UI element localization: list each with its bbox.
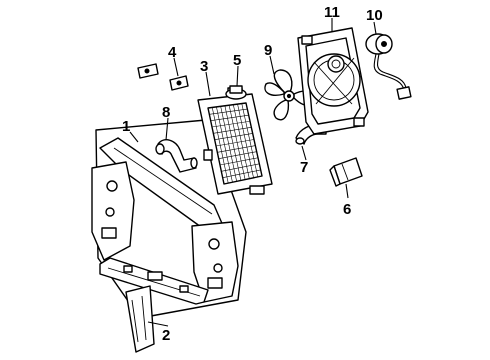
fan-shroud [297, 27, 369, 135]
upper-radiator-hose [155, 139, 198, 173]
callout-4: 4 [168, 44, 177, 61]
radiator-support-frame [91, 119, 247, 319]
fan-relay [329, 157, 363, 187]
radiator [197, 87, 273, 195]
callout-6: 6 [343, 201, 351, 218]
radiator-clips [137, 63, 189, 91]
callout-11: 11 [324, 4, 340, 21]
callout-1: 1 [122, 118, 130, 135]
leader-lines [129, 18, 377, 327]
callout-2: 2 [162, 327, 170, 344]
callout-10: 10 [366, 7, 383, 24]
callout-7: 7 [300, 159, 308, 176]
fan-motor [365, 33, 412, 100]
radiator-cap [225, 85, 247, 100]
callout-9: 9 [264, 42, 272, 59]
callout-labels: 1 2 3 4 5 6 7 8 9 10 11 [122, 4, 383, 344]
lower-bracket [125, 285, 155, 353]
callout-3: 3 [200, 58, 208, 75]
callout-5: 5 [233, 52, 241, 69]
callout-8: 8 [162, 104, 170, 121]
